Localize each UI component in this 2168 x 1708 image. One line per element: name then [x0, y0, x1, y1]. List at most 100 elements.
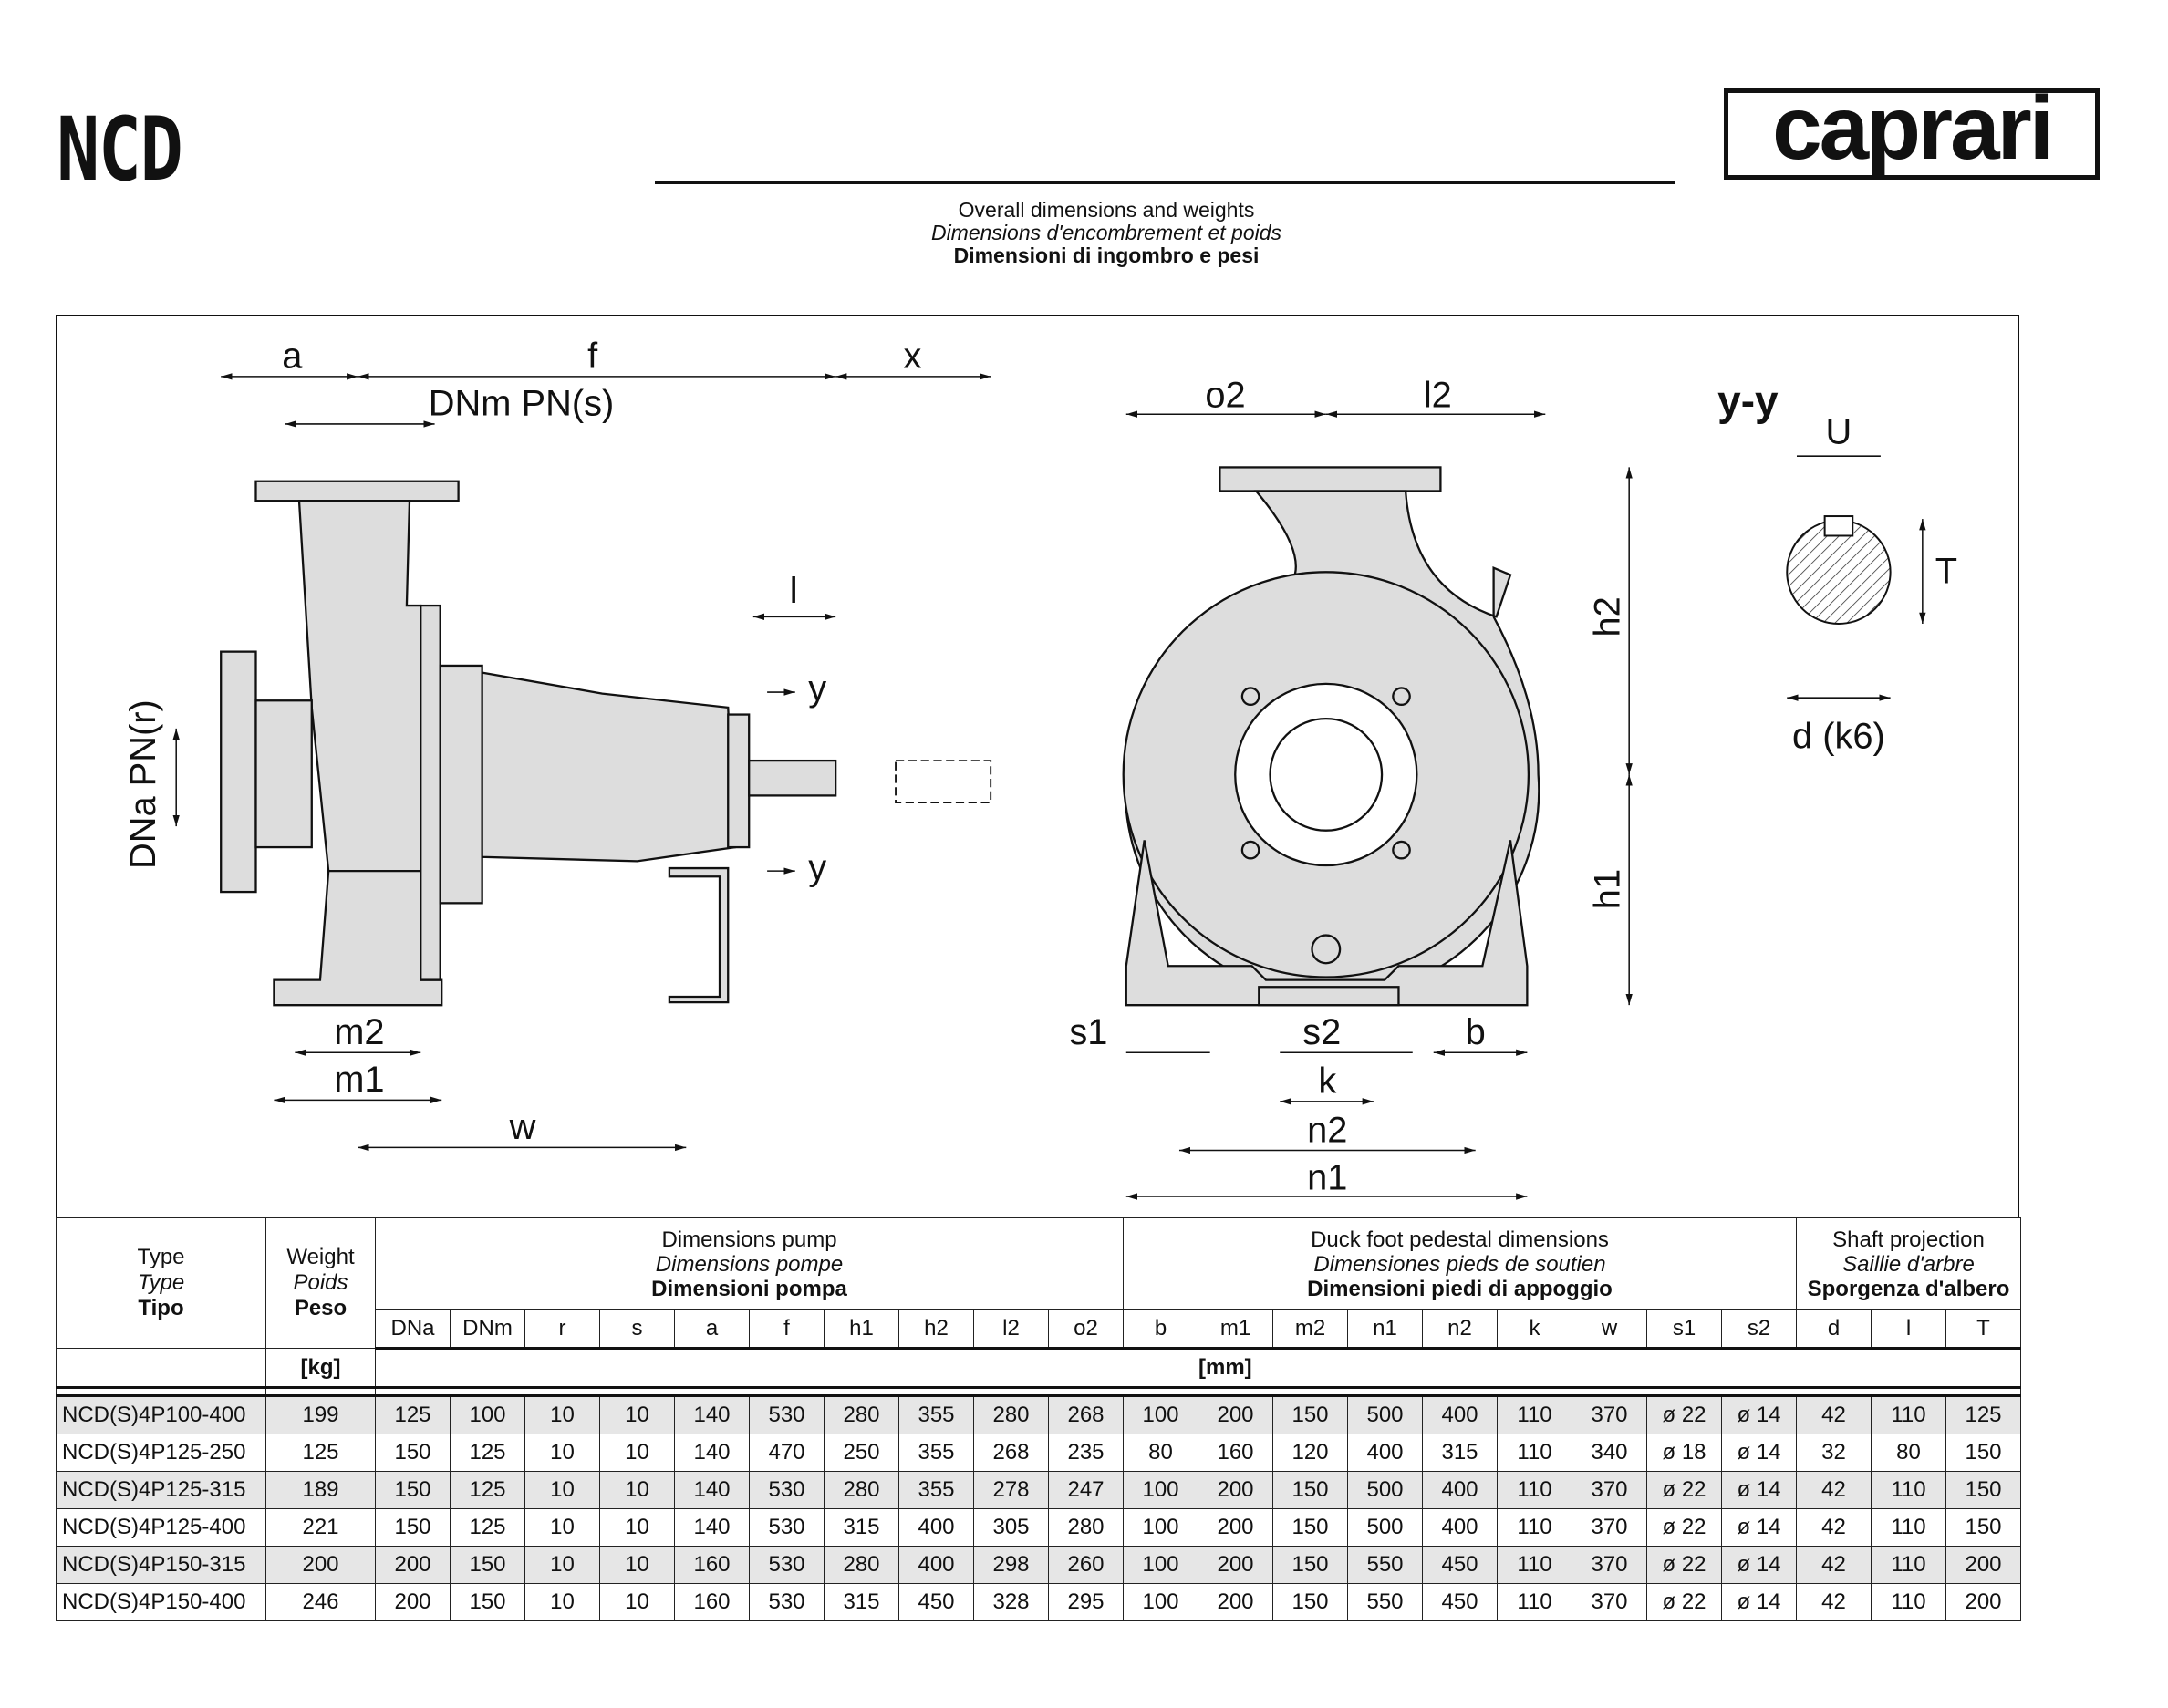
dim-cell: 530: [749, 1583, 825, 1621]
label-h1: h1: [1587, 869, 1627, 909]
dim-cell: 110: [1497, 1508, 1572, 1547]
dimension-lines: [172, 373, 1926, 1200]
dim-cell: 120: [1272, 1434, 1348, 1472]
dim-cell: 268: [973, 1434, 1049, 1472]
dim-cell: 400: [1422, 1471, 1498, 1509]
type-cell: NCD(S)4P150-400: [56, 1583, 266, 1621]
column-header-r: r: [524, 1309, 600, 1350]
column-header-o2: o2: [1048, 1309, 1124, 1350]
dim-cell: 200: [1945, 1546, 2021, 1584]
dim-cell: ø 22: [1646, 1546, 1722, 1584]
label-n1: n1: [1307, 1157, 1347, 1197]
dim-cell: 250: [824, 1434, 899, 1472]
dim-cell: 110: [1871, 1508, 1946, 1547]
dim-cell: 125: [450, 1471, 525, 1509]
label-d: d (k6): [1792, 716, 1885, 756]
dim-cell: 100: [1123, 1583, 1198, 1621]
dim-cell: 110: [1497, 1583, 1572, 1621]
unit-mm: [mm]: [375, 1348, 2021, 1388]
dim-cell: 10: [599, 1546, 675, 1584]
dim-cell: 10: [524, 1583, 600, 1621]
column-header-l: l: [1871, 1309, 1946, 1350]
column-header-h1: h1: [824, 1309, 899, 1350]
dim-cell: 280: [824, 1546, 899, 1584]
dim-cell: 200: [1198, 1395, 1273, 1434]
dim-cell: 110: [1497, 1434, 1572, 1472]
column-header-s1: s1: [1646, 1309, 1722, 1350]
dim-cell: 100: [1123, 1395, 1198, 1434]
label-l2: l2: [1424, 376, 1452, 416]
dim-cell: 140: [674, 1471, 750, 1509]
dim-cell: 100: [450, 1395, 525, 1434]
column-header-t: T: [1945, 1309, 2021, 1350]
dim-cell: 400: [898, 1546, 974, 1584]
dim-cell: 110: [1497, 1471, 1572, 1509]
dim-cell: ø 22: [1646, 1508, 1722, 1547]
weight-cell: 199: [265, 1395, 376, 1434]
type-cell: NCD(S)4P150-315: [56, 1546, 266, 1584]
dim-cell: 450: [1422, 1583, 1498, 1621]
dim-cell: 125: [1945, 1395, 2021, 1434]
dim-cell: 42: [1796, 1583, 1872, 1621]
dim-cell: 470: [749, 1434, 825, 1472]
dim-cell: 110: [1871, 1395, 1946, 1434]
dim-cell: 125: [375, 1395, 451, 1434]
dim-cell: 247: [1048, 1471, 1124, 1509]
dim-cell: 500: [1347, 1471, 1423, 1509]
type-cell: NCD(S)4P125-315: [56, 1471, 266, 1509]
caprari-logo: caprari: [1724, 83, 2100, 180]
dim-cell: 200: [1198, 1471, 1273, 1509]
dim-cell: ø 22: [1646, 1583, 1722, 1621]
column-header-n1: n1: [1347, 1309, 1423, 1350]
dim-cell: 200: [375, 1546, 451, 1584]
column-header-m2: m2: [1272, 1309, 1348, 1350]
label-x: x: [903, 336, 921, 377]
label-y2: y: [808, 847, 826, 887]
dim-cell: 80: [1123, 1434, 1198, 1472]
column-header-d: d: [1796, 1309, 1872, 1350]
dim-cell: 140: [674, 1508, 750, 1547]
weight-cell: 200: [265, 1546, 376, 1584]
dim-cell: 298: [973, 1546, 1049, 1584]
subtitle: Overall dimensions and weights Dimension…: [821, 199, 1392, 267]
dim-cell: 110: [1497, 1395, 1572, 1434]
dim-cell: 110: [1871, 1583, 1946, 1621]
label-s2: s2: [1302, 1012, 1341, 1052]
dim-cell: 32: [1796, 1434, 1872, 1472]
dim-cell: 10: [599, 1434, 675, 1472]
dim-cell: 280: [1048, 1508, 1124, 1547]
dim-cell: ø 14: [1721, 1434, 1797, 1472]
dim-cell: 100: [1123, 1546, 1198, 1584]
dim-cell: 140: [674, 1395, 750, 1434]
dim-cell: 150: [375, 1434, 451, 1472]
dim-cell: 110: [1497, 1546, 1572, 1584]
dim-cell: 450: [1422, 1546, 1498, 1584]
dim-cell: 150: [1272, 1546, 1348, 1584]
dim-cell: 125: [450, 1508, 525, 1547]
dim-cell: ø 18: [1646, 1434, 1722, 1472]
dim-cell: ø 14: [1721, 1471, 1797, 1509]
dim-cell: 530: [749, 1546, 825, 1584]
dim-cell: 150: [450, 1583, 525, 1621]
dim-cell: 370: [1572, 1508, 1647, 1547]
dim-cell: 150: [1272, 1583, 1348, 1621]
subtitle-fr: Dimensions d'encombrement et poids: [930, 221, 1282, 244]
column-header-l2: l2: [973, 1309, 1049, 1350]
side-view: [220, 480, 837, 1007]
dim-cell: 150: [1272, 1508, 1348, 1547]
column-header-k: k: [1497, 1309, 1572, 1350]
dim-cell: 42: [1796, 1471, 1872, 1509]
dim-cell: ø 14: [1721, 1583, 1797, 1621]
column-header-s: s: [599, 1309, 675, 1350]
dim-cell: 400: [1422, 1395, 1498, 1434]
weight-cell: 246: [265, 1583, 376, 1621]
subtitle-en: Overall dimensions and weights: [958, 198, 1255, 222]
dim-cell: 370: [1572, 1395, 1647, 1434]
section-yy: [1786, 515, 1892, 625]
dim-cell: 10: [599, 1471, 675, 1509]
shaft-outline: [895, 760, 992, 803]
